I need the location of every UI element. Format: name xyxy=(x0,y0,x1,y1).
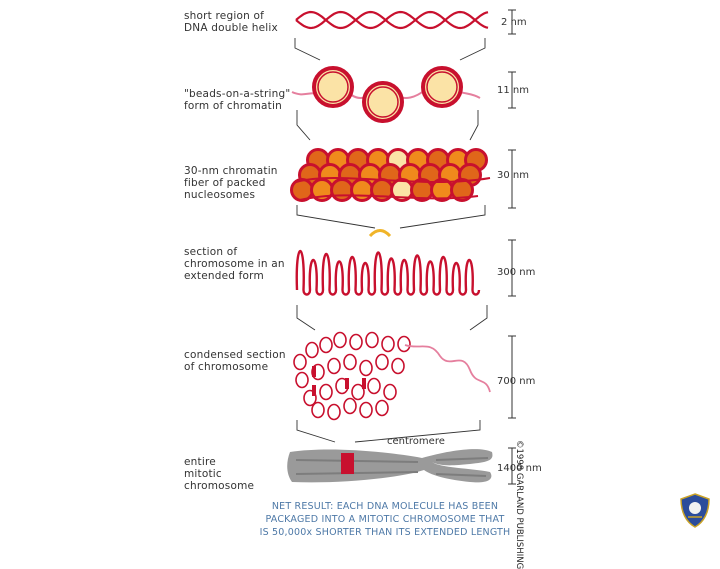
copyright-notice: ©1998 GARLAND PUBLISHING xyxy=(514,440,524,569)
coil xyxy=(319,383,333,401)
band xyxy=(345,378,349,389)
condensed-chromosome-section xyxy=(293,331,491,421)
coil xyxy=(391,357,405,375)
scale-bracket xyxy=(508,335,516,419)
highlighted-band xyxy=(341,453,354,474)
coil xyxy=(333,331,347,349)
coil xyxy=(381,335,395,353)
nucleosome-bead xyxy=(362,81,404,123)
band xyxy=(312,366,316,377)
coil xyxy=(343,353,357,371)
centromere-label: centromere xyxy=(387,436,445,447)
linker-dna xyxy=(295,177,491,201)
coil xyxy=(367,377,381,395)
scale-label-300nm: 300 nm xyxy=(497,267,536,278)
nucleosome xyxy=(330,178,354,202)
coil xyxy=(293,353,307,371)
stage-label-30nm-fiber: 30-nm chromatin fiber of packed nucleoso… xyxy=(184,165,278,201)
dna-double-helix xyxy=(295,10,489,30)
scale-bracket xyxy=(508,149,516,209)
stage-label-condensed-section: condensed section of chromosome xyxy=(184,349,286,373)
nucleosome xyxy=(450,178,474,202)
coil xyxy=(351,383,365,401)
coil xyxy=(295,371,309,389)
stage-label-dna-helix: short region of DNA double helix xyxy=(184,10,278,34)
coil xyxy=(319,336,333,354)
stage-label-beads-on-string: "beads-on-a-string" form of chromatin xyxy=(184,88,291,112)
university-crest-logo xyxy=(680,493,710,528)
30nm-chromatin-fiber xyxy=(290,148,491,202)
scale-brackets xyxy=(508,9,516,485)
coil xyxy=(343,397,357,415)
mitotic-chromosome xyxy=(287,449,493,483)
nucleosome-bead xyxy=(312,66,354,108)
stage-label-extended-chromosome: section of chromosome in an extended for… xyxy=(184,246,285,282)
coil xyxy=(397,335,411,353)
coil xyxy=(327,357,341,375)
scale-label-700nm: 700 nm xyxy=(497,376,536,387)
scale-bracket xyxy=(508,71,516,109)
coil xyxy=(359,359,373,377)
scale-label-1400nm: 1400 nm xyxy=(497,463,542,474)
band xyxy=(312,385,316,396)
chromatin-diagram xyxy=(287,9,516,485)
beads-on-string xyxy=(291,66,481,123)
coil xyxy=(359,401,373,419)
coil xyxy=(305,341,319,359)
scale-bracket xyxy=(508,447,516,485)
scale-bracket xyxy=(508,9,516,35)
band xyxy=(362,378,366,389)
coil xyxy=(311,401,325,419)
coil xyxy=(375,353,389,371)
coil xyxy=(383,383,397,401)
connector-lines xyxy=(294,38,488,443)
nucleosome xyxy=(350,178,374,202)
coil xyxy=(303,389,317,407)
scale-label-2nm: 2 nm xyxy=(501,17,527,28)
scale-label-11nm: 11 nm xyxy=(497,85,529,96)
net-result-caption: NET RESULT: EACH DNA MOLECULE HAS BEEN P… xyxy=(259,501,511,538)
coil xyxy=(349,333,363,351)
nucleosome-bead xyxy=(421,66,463,108)
coil xyxy=(327,403,341,421)
coil xyxy=(375,399,389,417)
extended-tail xyxy=(404,344,491,393)
extended-chromosome-loops xyxy=(295,229,481,296)
stage-label-mitotic-chromosome: entire mitotic chromosome xyxy=(184,456,255,492)
scale-bracket xyxy=(508,239,516,297)
coil xyxy=(365,331,379,349)
scale-label-30nm: 30 nm xyxy=(497,170,529,181)
